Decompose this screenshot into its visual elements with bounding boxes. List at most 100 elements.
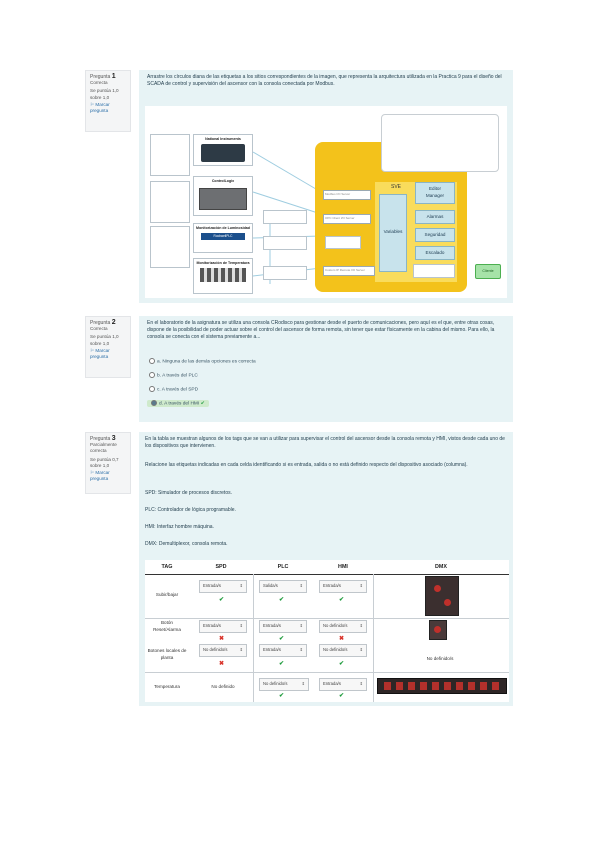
- definition-dmx: DMX: Demultiplexor, consola remota.: [145, 541, 228, 547]
- answer-option-b[interactable]: b. A través del PLC: [149, 372, 198, 379]
- radio-button[interactable]: [149, 386, 155, 392]
- cliente-box: Cliente: [475, 264, 501, 279]
- dropdown-arrow-icon: ⇕: [299, 583, 303, 588]
- drop-zone[interactable]: [150, 181, 190, 223]
- dropdown-arrow-icon: ⇕: [359, 623, 363, 628]
- server-slot-modbus: Modbus I/O Server: [323, 190, 371, 200]
- question-text: En la tabla se muestran algunos de los t…: [145, 436, 505, 449]
- dmx-button-icon: [434, 626, 441, 633]
- dropdown-arrow-icon: ⇕: [359, 647, 363, 652]
- correct-check-icon: ✔: [279, 693, 285, 699]
- incorrect-x-icon: ✖: [219, 661, 225, 667]
- select-plc-row1[interactable]: Salida/s⇕: [259, 580, 307, 593]
- select-hmi-row1[interactable]: Entrada/s⇕: [319, 580, 367, 593]
- select-spd-row2[interactable]: Entrada/s⇕: [199, 620, 247, 633]
- question-1-info: Pregunta 1 Correcta Se puntúa 1,0 sobre …: [85, 70, 131, 132]
- header-dmx: DMX: [435, 564, 447, 570]
- header-plc: PLC: [277, 564, 289, 570]
- select-spd-row3[interactable]: No definido/s⇕: [199, 644, 247, 657]
- drop-zone[interactable]: [381, 114, 499, 172]
- correct-check-icon: ✔: [279, 636, 285, 642]
- drop-zone[interactable]: [150, 226, 190, 268]
- answer-option-a[interactable]: a. Ninguna de las demás opciones es corr…: [149, 358, 256, 365]
- drop-zone[interactable]: [413, 264, 455, 278]
- question-text: En el laboratorio de la asignatura se ut…: [147, 320, 495, 340]
- question-number: Pregunta 2: [90, 319, 116, 326]
- dmx-text: No definido/s: [426, 656, 454, 661]
- check-icon: ✔: [200, 401, 205, 407]
- dropdown-arrow-icon: ⇕: [359, 681, 363, 686]
- flag-icon: ⚐: [90, 347, 95, 353]
- table-divider: [145, 672, 509, 673]
- question-status: Parcialmente correcta: [90, 442, 117, 454]
- tags-table: TAG SPD PLC HMI DMX Subir/bajar Entrada/…: [145, 560, 509, 702]
- question-status: Correcta: [90, 326, 108, 332]
- flag-question-link[interactable]: ⚐ Marcar pregunta: [90, 347, 110, 360]
- flag-icon: ⚐: [90, 101, 95, 107]
- drop-zone[interactable]: [263, 210, 307, 224]
- dropdown-arrow-icon: ⇕: [239, 623, 243, 628]
- header-spd: SPD: [215, 564, 227, 570]
- drop-zone[interactable]: [150, 134, 190, 176]
- row-tag-subir-bajar: Subir/bajar: [155, 592, 179, 597]
- question-score: Se puntúa 1,0 sobre 1,0: [90, 334, 119, 346]
- radio-button[interactable]: [149, 372, 155, 378]
- dropdown-arrow-icon: ⇕: [239, 583, 243, 588]
- header-hmi: HMI: [338, 564, 348, 570]
- architecture-diagram: National Instruments ControlLogix Monito…: [145, 106, 507, 298]
- correct-check-icon: ✔: [339, 597, 345, 603]
- definition-hmi: HMI: Interfaz hombre máquina.: [145, 524, 214, 530]
- row-tag-botones-locales: Botones locales de planta: [147, 648, 187, 660]
- select-plc-row4[interactable]: No definido/s⇕: [259, 678, 309, 691]
- select-plc-row3[interactable]: Entrada/s⇕: [259, 644, 307, 657]
- server-slot-opc: OPC Client I/O Server: [323, 214, 371, 224]
- controllogix-image: [199, 187, 247, 210]
- flag-icon: ⚐: [90, 470, 95, 476]
- table-divider: [253, 574, 254, 702]
- flag-question-link[interactable]: ⚐ Marcar pregunta: [90, 470, 110, 482]
- drop-zone[interactable]: [263, 236, 307, 250]
- cell-spd-row4: No definido: [211, 684, 235, 689]
- question-number: Pregunta 3: [90, 435, 116, 442]
- drop-zone[interactable]: [263, 266, 307, 280]
- question-instructions: Relacione las etiquetas indicadas en cad…: [145, 462, 468, 468]
- sve-editor-manager: Editor Manager: [415, 182, 455, 204]
- select-spd-row1[interactable]: Entrada/s⇕: [199, 580, 247, 593]
- correct-check-icon: ✔: [219, 597, 225, 603]
- dropdown-arrow-icon: ⇕: [299, 623, 303, 628]
- radio-button[interactable]: [149, 358, 155, 364]
- question-2-panel: En el laboratorio de la asignatura se ut…: [139, 316, 513, 422]
- server-slot-custom: Custom IP Remote I/O Server: [323, 266, 375, 276]
- dmx-button-icon: [444, 599, 451, 606]
- device-monitor-temperature: Monitorización de Temperatura: [193, 258, 253, 294]
- table-divider: [145, 618, 509, 619]
- dropdown-arrow-icon: ⇕: [359, 583, 363, 588]
- select-hmi-row2[interactable]: No definido/s⇕: [319, 620, 367, 633]
- drop-zone[interactable]: [325, 236, 361, 249]
- question-score: Se puntúa 1,0 sobre 1,0: [90, 88, 119, 100]
- incorrect-x-icon: ✖: [219, 636, 225, 642]
- sve-title: SVE: [391, 184, 402, 190]
- flag-question-link[interactable]: ⚐ Marcar pregunta: [90, 101, 110, 114]
- temperature-sensor-image: [200, 267, 246, 282]
- question-3-panel: En la tabla se muestran algunos de los t…: [139, 432, 513, 706]
- device-national-instruments: National Instruments: [193, 134, 253, 166]
- select-plc-row2[interactable]: Entrada/s⇕: [259, 620, 307, 633]
- rockwell-badge: RockwellPLC: [201, 232, 245, 240]
- question-number: Pregunta 1: [90, 73, 116, 80]
- question-text: Arrastre los círculos diana de las etiqu…: [147, 74, 502, 87]
- answer-option-c[interactable]: c. A través del SPD: [149, 386, 198, 393]
- table-divider: [145, 574, 509, 575]
- table-divider: [373, 574, 374, 702]
- sve-variables: Variables: [379, 194, 407, 272]
- select-hmi-row3[interactable]: No definido/s⇕: [319, 644, 367, 657]
- correct-check-icon: ✔: [339, 693, 345, 699]
- dmx-panel-image: [377, 678, 507, 694]
- sve-alarmas: Alarmas: [415, 210, 455, 224]
- dropdown-arrow-icon: ⇕: [301, 681, 305, 686]
- radio-button-selected[interactable]: [151, 400, 157, 406]
- dmx-buttons-row: [384, 682, 500, 690]
- answer-option-d[interactable]: d. A través del HMI ✔: [147, 400, 209, 408]
- sve-seguridad: Seguridad: [415, 228, 455, 242]
- select-hmi-row4[interactable]: Entrada/s⇕: [319, 678, 367, 691]
